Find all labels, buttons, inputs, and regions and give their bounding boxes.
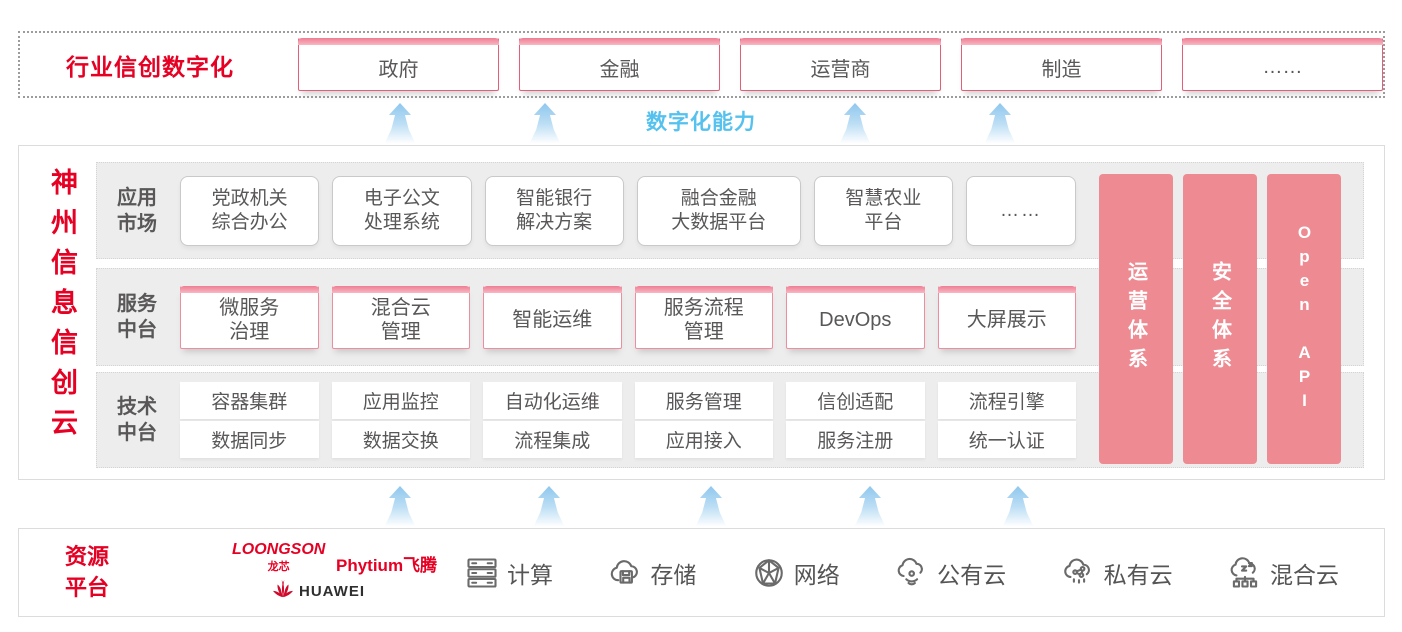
loongson-chinese-label: 龙芯 — [267, 561, 290, 573]
pillar-operations-system: 运营体系 — [1099, 174, 1173, 464]
service-middle-panel: 服务 中台 微服务 治理 混合云 管理 智能运维 服务流程 管理 DevOps … — [96, 268, 1364, 366]
app-box-more: …… — [966, 175, 1077, 246]
tech-middle-items: 容器集群 应用监控 自动化运维 服务管理 信创适配 流程引擎 数据同步 数据交换… — [180, 382, 1076, 458]
resource-item-label: 网络 — [793, 561, 840, 588]
compute-server-icon — [464, 555, 500, 591]
app-box-smart-agriculture: 智慧农业 平台 — [813, 175, 954, 246]
resource-item-network: 网络 — [751, 555, 840, 591]
svc-box-hybrid-cloud-mgmt: 混合云 管理 — [331, 285, 470, 349]
loongson-wordmark: LOONGSON — [232, 541, 326, 558]
huawei-flower-icon — [272, 579, 294, 604]
resource-item-label: 计算 — [507, 561, 553, 588]
tech-box-automated-ops: 自动化运维 — [483, 382, 622, 419]
resource-item-label: 私有云 — [1103, 561, 1173, 588]
industry-box-operator: 运营商 — [740, 38, 941, 91]
svc-box-microservice-governance: 微服务 治理 — [180, 285, 319, 349]
tech-box-service-mgmt: 服务管理 — [634, 382, 773, 419]
xinchuang-cloud-section: 神州信息信创云 应用 市场 党政机关 综合办公 电子公文 处理系统 智能银行 解… — [18, 145, 1385, 480]
resource-item-hybrid-cloud: 混合云 — [1227, 555, 1339, 591]
tech-middle-label: 技术 中台 — [117, 396, 157, 444]
resource-platform-section: 资源 平台 LOONGSON 龙芯 Phytium飞腾 — [18, 528, 1385, 617]
storage-cloud-icon — [607, 555, 643, 591]
tech-middle-panel: 技术 中台 容器集群 应用监控 自动化运维 服务管理 信创适配 流程引擎 数据同… — [96, 372, 1364, 468]
app-market-label: 应用 市场 — [117, 186, 157, 235]
private-cloud-icon — [1061, 555, 1097, 591]
resource-items: 计算 存储 网络 — [464, 529, 1339, 616]
up-arrow-icon — [695, 486, 727, 526]
tech-box-process-integration: 流程集成 — [483, 421, 622, 458]
industry-box-finance: 金融 — [519, 38, 720, 91]
up-arrow-icon — [384, 486, 416, 526]
app-market-items: 党政机关 综合办公 电子公文 处理系统 智能银行 解决方案 融合金融 大数据平台… — [180, 163, 1077, 258]
tech-box-app-access: 应用接入 — [634, 421, 773, 458]
phytium-logo: Phytium飞腾 — [336, 556, 438, 575]
up-arrow-icon — [384, 103, 416, 143]
app-box-party-gov-office: 党政机关 综合办公 — [180, 175, 320, 246]
up-arrow-icon — [1002, 486, 1034, 526]
cloud-platform-title: 神州信息信创云 — [47, 168, 77, 448]
app-box-finance-bigdata: 融合金融 大数据平台 — [636, 175, 801, 246]
resource-item-label: 混合云 — [1269, 561, 1339, 588]
tech-box-process-engine: 流程引擎 — [937, 382, 1076, 419]
industry-row: 政府 金融 运营商 制造 …… — [298, 38, 1383, 91]
resource-item-label: 存储 — [650, 561, 697, 588]
pillar-security-system: 安全体系 — [1183, 174, 1257, 464]
hybrid-cloud-icon — [1227, 555, 1263, 591]
industry-band-title: 行业信创数字化 — [66, 53, 234, 80]
up-arrow-icon — [529, 103, 561, 143]
industry-box-manufacturing: 制造 — [961, 38, 1162, 91]
svc-box-big-screen: 大屏展示 — [937, 285, 1076, 349]
capability-label: 数字化能力 — [646, 111, 756, 134]
resource-platform-title: 资源 平台 — [65, 543, 110, 601]
public-cloud-icon — [894, 555, 930, 591]
app-box-edoc-system: 电子公文 处理系统 — [332, 175, 472, 246]
pillar-open-api: Open API — [1267, 174, 1341, 464]
up-arrow-icon — [839, 103, 871, 143]
resource-item-public-cloud: 公有云 — [894, 555, 1006, 591]
app-market-panel: 应用 市场 党政机关 综合办公 电子公文 处理系统 智能银行 解决方案 融合金融… — [96, 162, 1364, 259]
tech-box-unified-auth: 统一认证 — [937, 421, 1076, 458]
industry-digitalization-band: 行业信创数字化 政府 金融 运营商 制造 …… — [18, 31, 1385, 98]
resource-item-label: 公有云 — [937, 561, 1007, 588]
network-globe-icon — [751, 555, 787, 591]
svc-box-intelligent-ops: 智能运维 — [483, 285, 622, 349]
tech-box-service-registry: 服务注册 — [786, 421, 925, 458]
svc-box-service-process-mgmt: 服务流程 管理 — [634, 285, 773, 349]
tech-box-xinchuang-adaptation: 信创适配 — [786, 382, 925, 419]
up-arrow-icon — [984, 103, 1016, 143]
app-box-smart-bank: 智能银行 解决方案 — [484, 175, 624, 246]
tech-box-app-monitoring: 应用监控 — [331, 382, 470, 419]
tech-row-2: 数据同步 数据交换 流程集成 应用接入 服务注册 统一认证 — [180, 421, 1076, 458]
huawei-wordmark: HUAWEI — [299, 583, 365, 600]
industry-box-more: …… — [1182, 38, 1383, 91]
service-middle-label: 服务 中台 — [117, 293, 157, 341]
up-arrow-icon — [533, 486, 565, 526]
tech-box-data-exchange: 数据交换 — [331, 421, 470, 458]
svc-box-devops: DevOps — [786, 285, 925, 349]
up-arrow-icon — [854, 486, 886, 526]
vendor-logos: LOONGSON 龙芯 Phytium飞腾 HUAWEI — [214, 529, 454, 616]
tech-box-data-sync: 数据同步 — [180, 421, 319, 458]
tech-row-1: 容器集群 应用监控 自动化运维 服务管理 信创适配 流程引擎 — [180, 382, 1076, 419]
huawei-logo: HUAWEI — [272, 579, 365, 604]
industry-box-government: 政府 — [298, 38, 499, 91]
service-middle-items: 微服务 治理 混合云 管理 智能运维 服务流程 管理 DevOps 大屏展示 — [180, 269, 1076, 365]
tech-box-container-cluster: 容器集群 — [180, 382, 319, 419]
loongson-logo: LOONGSON 龙芯 — [232, 541, 325, 574]
resource-item-compute: 计算 — [464, 555, 553, 591]
resource-item-private-cloud: 私有云 — [1061, 555, 1173, 591]
resource-item-storage: 存储 — [607, 555, 696, 591]
